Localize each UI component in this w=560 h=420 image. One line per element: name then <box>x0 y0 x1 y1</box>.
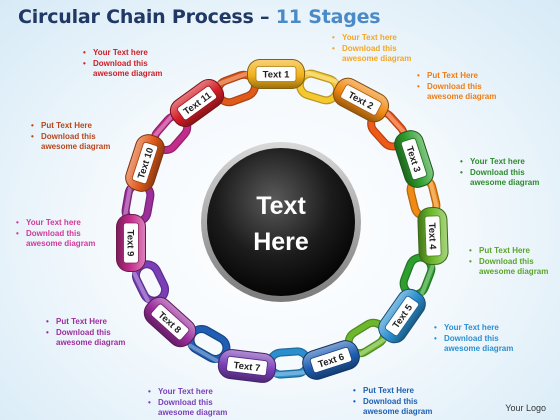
note-line: Download this <box>353 397 432 408</box>
note-line: Download this <box>46 328 125 339</box>
link-label: Text 4 <box>426 222 438 250</box>
chain-link-10: Text 10 <box>125 134 165 192</box>
note-line: Download this <box>332 44 411 55</box>
link-label-plate <box>400 137 428 181</box>
chain-link-9: Text 9 <box>116 214 146 272</box>
note-heading: Your Text here <box>148 387 227 398</box>
note-line: awesome diagram <box>427 92 497 101</box>
connector-ring-highlight <box>132 271 150 303</box>
note-line: Download this <box>434 334 513 345</box>
center-text-line1: Text <box>256 192 306 220</box>
note-line: awesome diagram <box>342 54 412 63</box>
note-line: awesome diagram <box>56 338 126 347</box>
connector-ring-highlight <box>419 263 435 296</box>
note-heading: Your Text here <box>83 48 162 59</box>
chain-link-6: Text 6 <box>302 340 360 380</box>
link-label: Text 7 <box>233 360 261 374</box>
center-text-line2: Here <box>253 228 309 256</box>
note-heading: Your Text here <box>460 157 539 168</box>
note-heading: Put Text Here <box>353 386 432 397</box>
note-heading: Your Text here <box>16 218 95 229</box>
note-line: Download this <box>16 229 95 240</box>
note-line: awesome diagram <box>444 344 514 353</box>
chain-link-11: Text 11 <box>169 78 225 128</box>
link-label-plate <box>255 66 297 82</box>
connector-ring-highlight <box>428 178 440 212</box>
title-stages: 11 Stages <box>275 6 381 28</box>
link-label-plate <box>340 84 382 116</box>
note-heading: Put Text Here <box>469 246 548 257</box>
note-line: Download this <box>417 82 496 93</box>
connector-ring-highlight <box>383 109 408 136</box>
chain-link-7: Text 7 <box>217 349 277 383</box>
note-line: awesome diagram <box>479 267 549 276</box>
chain-link-5: Text 5 <box>378 288 426 344</box>
note-line: Download this <box>469 257 548 268</box>
link-label-plate <box>177 85 217 121</box>
chain-link-4: Text 4 <box>417 206 449 266</box>
title-main: Circular Chain Process <box>18 6 254 28</box>
note-line: Download this <box>31 132 110 143</box>
chain-link-2: Text 2 <box>332 77 390 123</box>
note-heading: Your Text here <box>434 323 513 334</box>
note-line: awesome diagram <box>158 408 228 417</box>
note-line: awesome diagram <box>26 239 96 248</box>
note-line: Download this <box>148 398 227 409</box>
link-label-plate <box>384 295 420 337</box>
note-line: Download this <box>460 168 539 179</box>
note-heading: Your Text here <box>332 33 411 44</box>
note-heading: Put Text Here <box>46 317 125 328</box>
link-label: Text 1 <box>263 70 290 81</box>
note-line: awesome diagram <box>93 69 163 78</box>
note-line: awesome diagram <box>470 178 540 187</box>
link-label-plate <box>309 346 353 374</box>
link-label-plate <box>424 215 442 257</box>
connector-ring-highlight <box>357 337 387 357</box>
note-line: awesome diagram <box>363 407 433 416</box>
connector-ring-highlight <box>216 71 249 86</box>
center-circle-body <box>207 148 355 296</box>
link-label-plate <box>131 141 159 185</box>
note-heading: Put Text Here <box>31 121 110 132</box>
note-heading: Put Text Here <box>417 71 496 82</box>
note-line: awesome diagram <box>41 142 111 151</box>
page-title: Circular Chain Process – 11 Stages <box>18 6 381 28</box>
chain-link-8: Text 8 <box>143 296 197 348</box>
connector-ring-highlight <box>305 70 338 84</box>
link-label-plate <box>123 222 139 264</box>
center-circle: Text Here <box>201 142 361 302</box>
connector-ring-highlight <box>272 370 307 377</box>
chain-link-1: Text 1 <box>247 59 305 89</box>
link-label-plate <box>226 356 268 376</box>
chain-link-3: Text 3 <box>394 130 434 188</box>
connector-ring-highlight <box>123 184 133 218</box>
title-separator: – <box>260 6 270 28</box>
connector-ring-highlight <box>188 343 219 363</box>
link-label-plate <box>150 303 190 341</box>
connector-ring-highlight <box>151 112 175 140</box>
logo-text: Your Logo <box>505 403 546 413</box>
link-label: Text 9 <box>124 230 135 257</box>
note-line: Download this <box>83 59 162 70</box>
